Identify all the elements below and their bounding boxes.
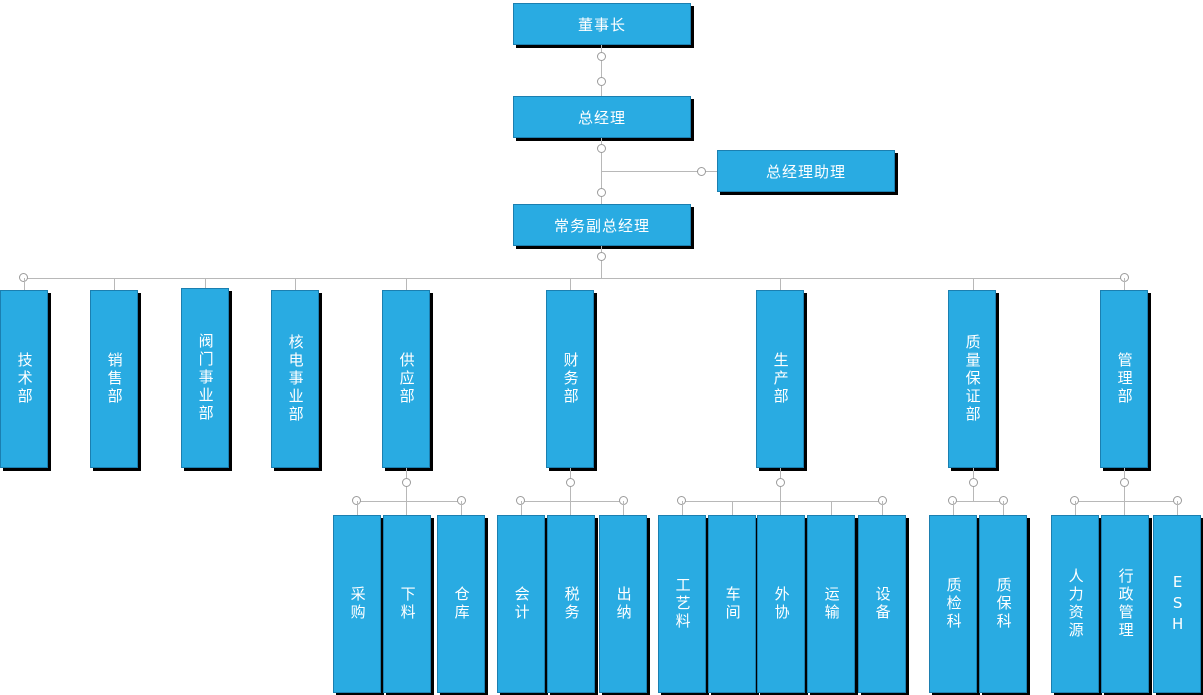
connector-quality-bus xyxy=(953,501,1003,502)
connector-quality-child1 xyxy=(953,501,954,515)
connector-chairman-gm xyxy=(601,45,602,96)
connector-management-bus xyxy=(1075,501,1178,502)
connector-drop-production xyxy=(780,278,781,290)
node-department-valve[interactable]: 阀门事业部 xyxy=(181,288,229,468)
node-gm-assistant[interactable]: 总经理助理 xyxy=(717,150,895,192)
connector-dot xyxy=(597,252,606,261)
connector-production-child4 xyxy=(831,501,832,515)
connector-dot xyxy=(1120,478,1129,487)
connector-production-child5 xyxy=(882,501,883,515)
connector-gm-assistant xyxy=(601,171,717,172)
connector-dot xyxy=(19,273,28,282)
node-department-supply[interactable]: 供应部 xyxy=(382,290,430,468)
node-exec-deputy-gm[interactable]: 常务副总经理 xyxy=(513,204,691,246)
connector-department-bus xyxy=(24,278,1125,279)
node-sub-hr[interactable]: 人力资源 xyxy=(1051,515,1099,693)
connector-dot xyxy=(352,496,361,505)
node-sub-outsourcing[interactable]: 外协 xyxy=(757,515,805,693)
node-department-tech[interactable]: 技术部 xyxy=(0,290,48,468)
connector-dot xyxy=(566,478,575,487)
node-sub-inspection[interactable]: 质检科 xyxy=(929,515,977,693)
connector-drop-finance xyxy=(570,278,571,290)
connector-drop-tech xyxy=(24,278,25,290)
node-sub-workshop[interactable]: 车间 xyxy=(708,515,756,693)
connector-dot xyxy=(402,478,411,487)
connector-dot xyxy=(1070,496,1079,505)
connector-dot xyxy=(597,77,606,86)
connector-production-child1 xyxy=(682,501,683,515)
connector-dot xyxy=(969,478,978,487)
connector-finance-child3 xyxy=(623,501,624,515)
node-department-sales[interactable]: 销售部 xyxy=(90,290,138,468)
node-chairman[interactable]: 董事长 xyxy=(513,3,691,45)
node-sub-esh[interactable]: ESH xyxy=(1153,515,1201,693)
connector-finance-child2 xyxy=(570,501,571,515)
connector-management-child1 xyxy=(1075,501,1076,515)
node-sub-admin[interactable]: 行政管理 xyxy=(1101,515,1149,693)
node-sub-cashier[interactable]: 出纳 xyxy=(599,515,647,693)
node-sub-purchase[interactable]: 采购 xyxy=(333,515,381,693)
connector-supply-bus xyxy=(357,501,462,502)
node-sub-process[interactable]: 工艺料 xyxy=(658,515,706,693)
connector-supply-child2 xyxy=(406,501,407,515)
connector-drop-sales xyxy=(114,278,115,290)
node-sub-warehouse[interactable]: 仓库 xyxy=(437,515,485,693)
node-department-production[interactable]: 生产部 xyxy=(756,290,804,468)
node-sub-transport[interactable]: 运输 xyxy=(807,515,855,693)
connector-production-child2 xyxy=(732,501,733,515)
node-general-manager[interactable]: 总经理 xyxy=(513,96,691,138)
connector-dot xyxy=(776,478,785,487)
node-department-management[interactable]: 管理部 xyxy=(1100,290,1148,468)
connector-quality-child2 xyxy=(1003,501,1004,515)
connector-dot xyxy=(597,188,606,197)
node-department-finance[interactable]: 财务部 xyxy=(546,290,594,468)
node-sub-equipment[interactable]: 设备 xyxy=(858,515,906,693)
connector-execdeputy-bus xyxy=(601,246,602,278)
node-sub-accounting[interactable]: 会计 xyxy=(497,515,545,693)
connector-finance-child1 xyxy=(521,501,522,515)
node-sub-assurance[interactable]: 质保科 xyxy=(979,515,1027,693)
connector-dot xyxy=(948,496,957,505)
node-department-quality[interactable]: 质量保证部 xyxy=(948,290,996,468)
connector-management-child2 xyxy=(1124,501,1125,515)
connector-drop-nuclear xyxy=(295,278,296,290)
node-sub-tax[interactable]: 税务 xyxy=(547,515,595,693)
node-sub-cutting[interactable]: 下料 xyxy=(383,515,431,693)
connector-drop-valve xyxy=(205,278,206,290)
connector-management-child3 xyxy=(1177,501,1178,515)
connector-supply-child3 xyxy=(461,501,462,515)
connector-dot xyxy=(597,144,606,153)
connector-dot xyxy=(677,496,686,505)
connector-dot xyxy=(697,167,706,176)
connector-finance-bus xyxy=(521,501,623,502)
connector-drop-management xyxy=(1124,278,1125,290)
connector-dot xyxy=(597,52,606,61)
connector-drop-supply xyxy=(406,278,407,290)
connector-production-child3 xyxy=(780,501,781,515)
connector-production-bus xyxy=(682,501,882,502)
connector-drop-quality xyxy=(973,278,974,290)
connector-dot xyxy=(516,496,525,505)
connector-supply-child1 xyxy=(357,501,358,515)
node-department-nuclear[interactable]: 核电事业部 xyxy=(271,290,319,468)
